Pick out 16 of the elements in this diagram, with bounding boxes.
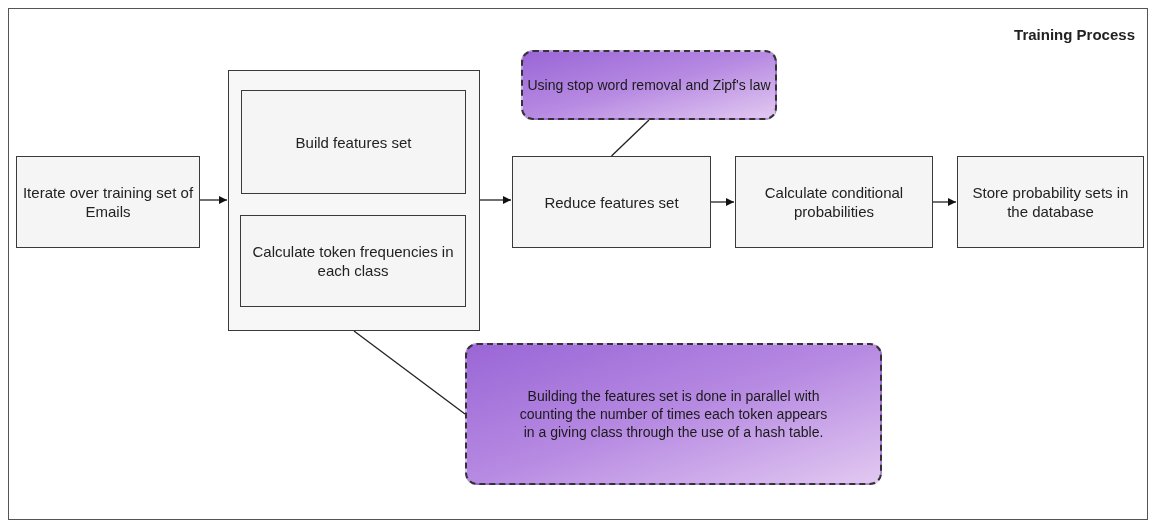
arrow bbox=[479, 196, 512, 204]
arrow bbox=[932, 198, 957, 206]
process-box: Calculate conditional probabilities bbox=[735, 156, 933, 248]
leader-line bbox=[353, 330, 466, 415]
box-outline bbox=[228, 70, 480, 331]
process-box: Store probability sets in the database bbox=[957, 156, 1144, 248]
arrow bbox=[199, 196, 228, 204]
process-box: Reduce features set bbox=[512, 156, 711, 248]
process-box: Iterate over training set of Emails bbox=[16, 156, 200, 248]
arrow bbox=[710, 198, 735, 206]
note-box: Using stop word removal and Zipf's law bbox=[521, 50, 777, 120]
process-box: Calculate token frequencies in each class bbox=[240, 215, 466, 307]
leader-line bbox=[610, 119, 650, 157]
note-box: Building the features set is done in parallel with counting the number of times each token appears in a giving class through the use of a hash table. bbox=[465, 343, 882, 485]
diagram-title: Training Process bbox=[1014, 25, 1135, 45]
process-box: Build features set bbox=[241, 90, 466, 194]
